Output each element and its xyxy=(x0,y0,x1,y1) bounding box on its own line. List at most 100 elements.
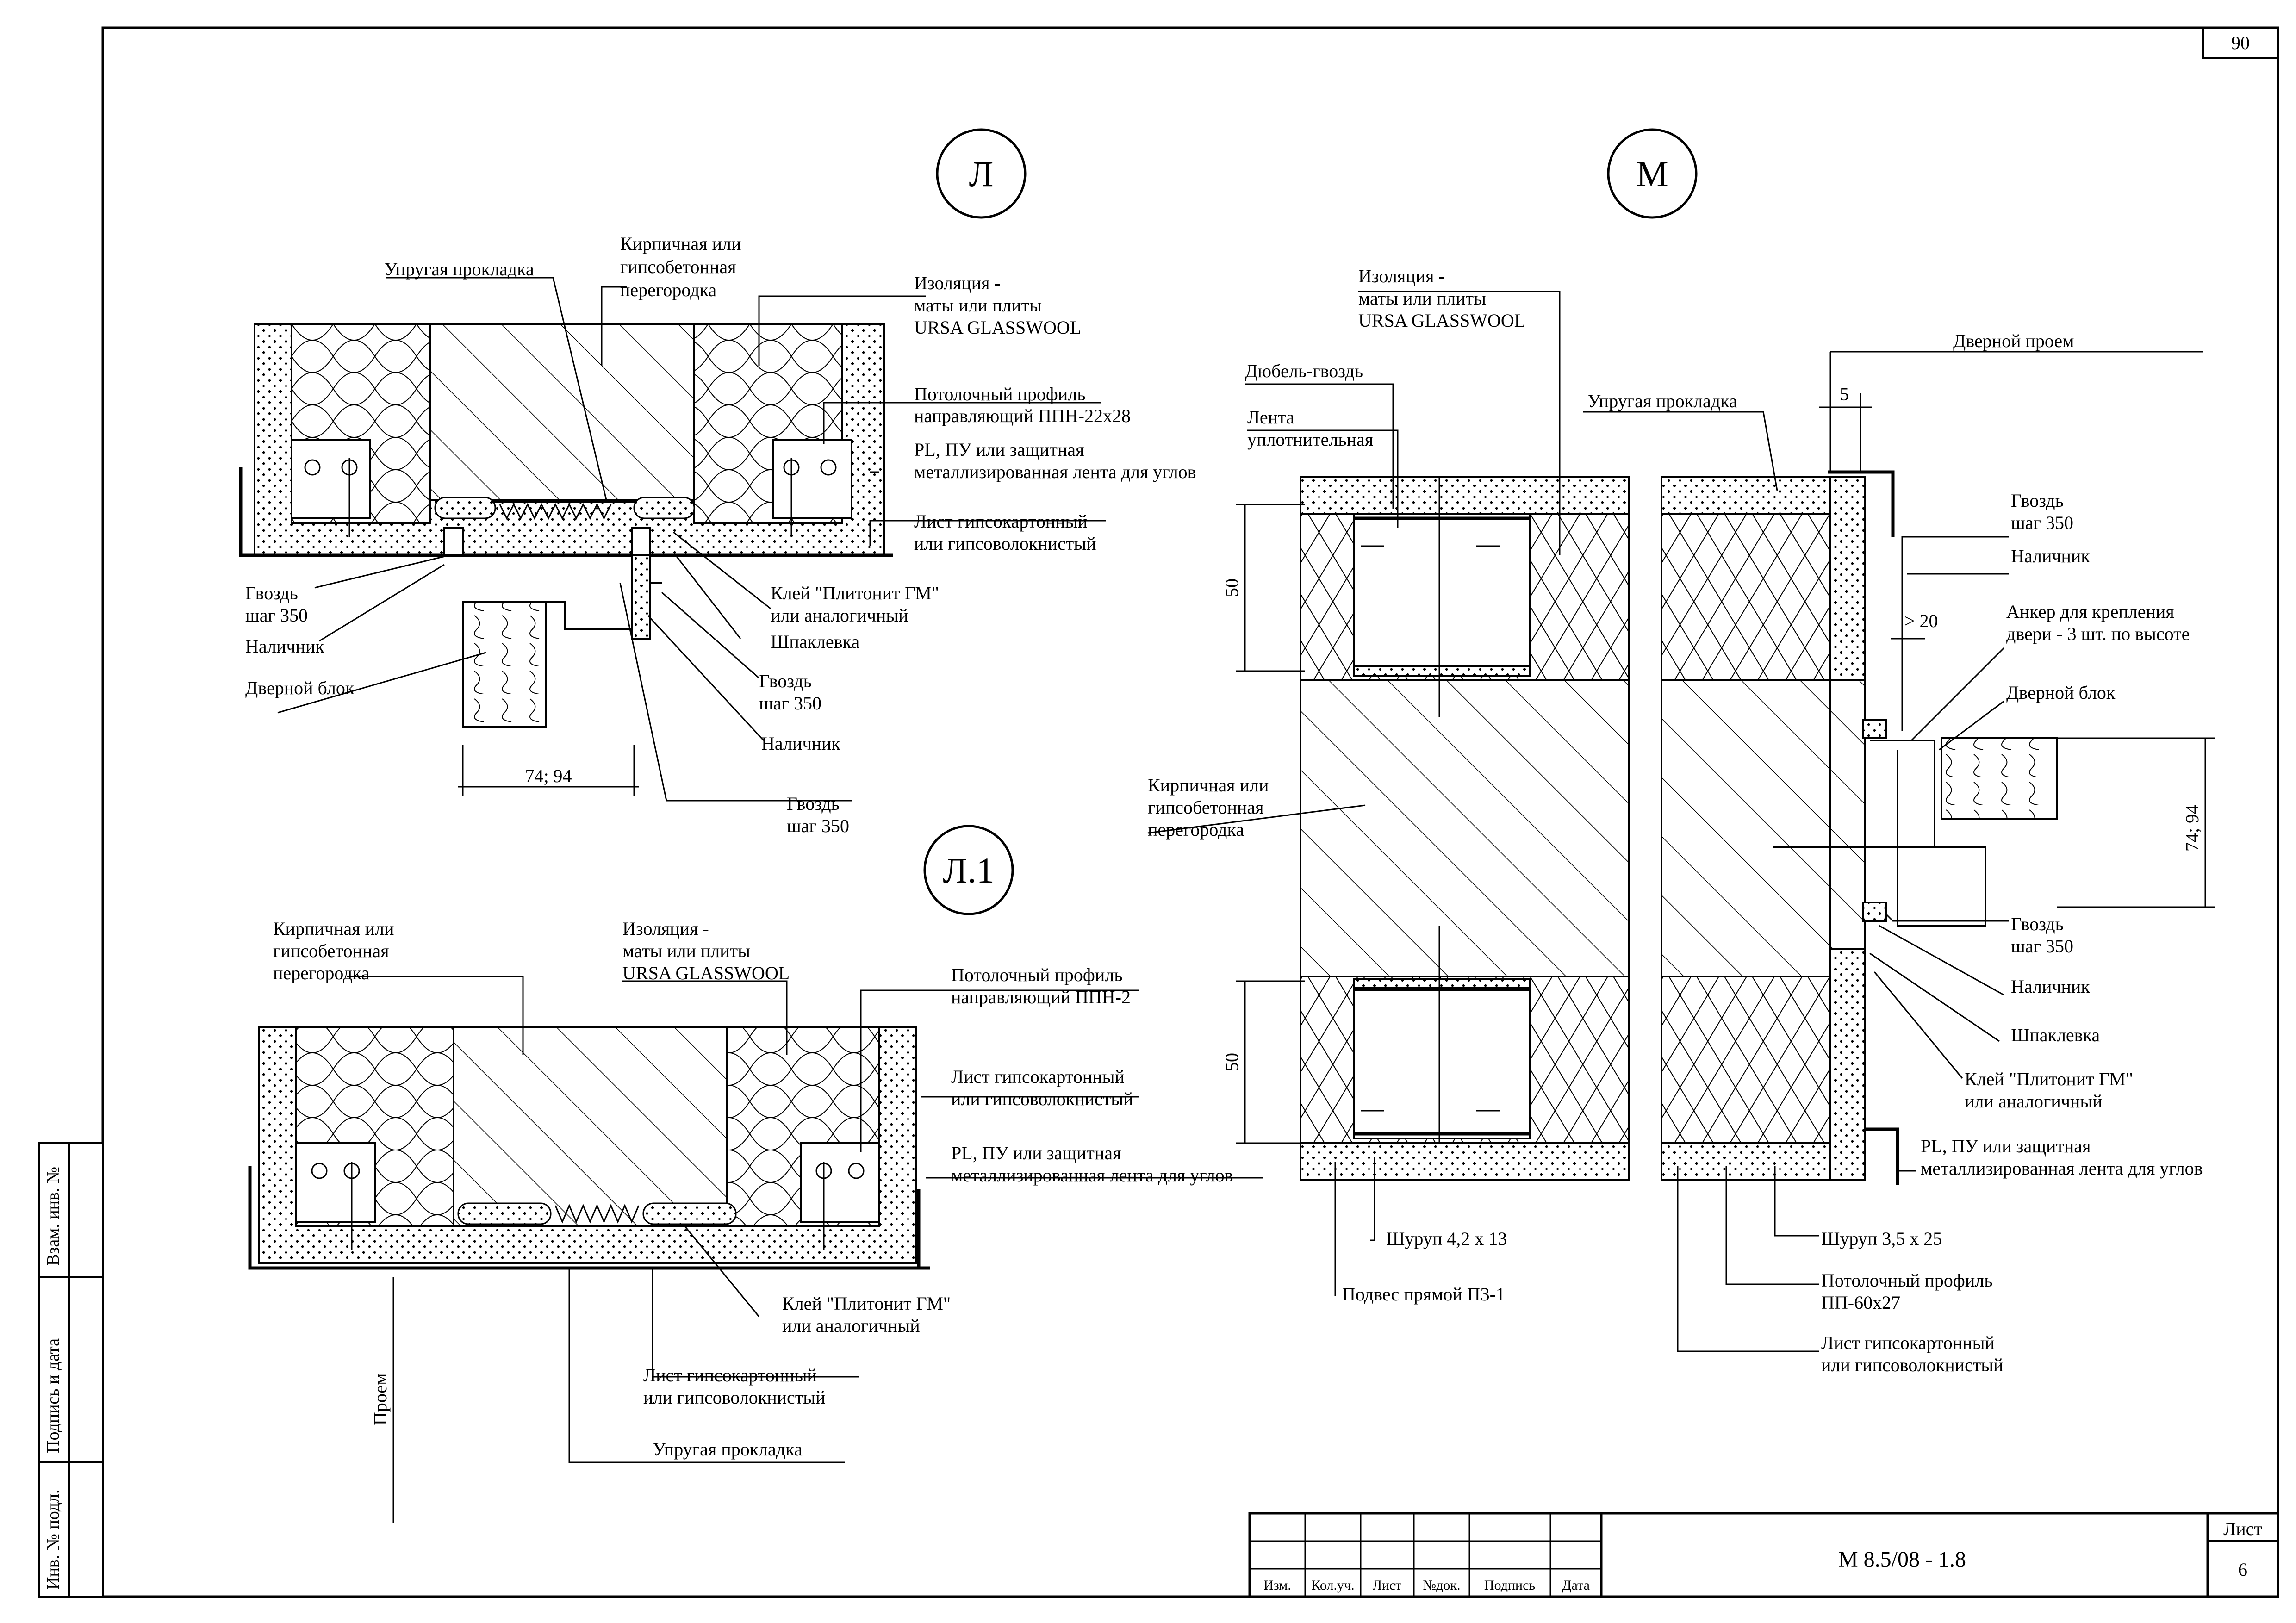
sheet-frame xyxy=(101,26,2279,1598)
detail-l1-glue-beads xyxy=(457,1202,737,1225)
header-doc: №док. xyxy=(1423,1578,1461,1593)
svg-text:Гвоздь: Гвоздь xyxy=(2011,914,2064,934)
svg-text:Потолочный профиль: Потолочный профиль xyxy=(1821,1270,1992,1291)
detail-m-tape-label: PL, ПУ или защитная металлизированная ле… xyxy=(1921,1136,2203,1179)
detail-m-hanger-label: Подвес прямой П3-1 xyxy=(1342,1284,1505,1305)
detail-m-anchor-label: Анкер для крепления двери - 3 шт. по выс… xyxy=(2006,601,2190,644)
page-number-box: 90 xyxy=(2202,27,2279,59)
detail-m-dim-5: 5 xyxy=(1840,384,1849,404)
header-signature: Подпись xyxy=(1484,1578,1535,1593)
svg-text:металлизированная лента для уг: металлизированная лента для углов xyxy=(914,461,1196,482)
detail-m-nail-bottom-label: Гвоздь шаг 350 xyxy=(2011,914,2073,957)
svg-text:шаг 350: шаг 350 xyxy=(2011,936,2073,957)
detail-m-putty-label: Шпаклевка xyxy=(2011,1025,2100,1045)
detail-m-glue-label: Клей "Плитонит ГМ" или аналогичный xyxy=(1965,1069,2133,1112)
svg-text:или гипсоволокнистый: или гипсоволокнистый xyxy=(643,1387,826,1408)
svg-text:или гипсоволокнистый: или гипсоволокнистый xyxy=(914,533,1096,554)
svg-text:PL, ПУ или защитная: PL, ПУ или защитная xyxy=(951,1143,1121,1163)
detail-m-ceiling-profile-label: Потолочный профиль ПП-60х27 xyxy=(1821,1270,1992,1313)
stamp-signature-date: Подпись и дата xyxy=(44,1338,63,1453)
svg-text:Изоляция -: Изоляция - xyxy=(1358,266,1445,286)
svg-text:Анкер для крепления: Анкер для крепления xyxy=(2006,601,2174,622)
detail-l-door-block xyxy=(443,527,662,728)
detail-m-screw-35-label: Шуруп 3,5 х 25 xyxy=(1821,1228,1942,1249)
svg-text:Потолочный профиль: Потолочный профиль xyxy=(951,964,1122,985)
svg-text:Изоляция -: Изоляция - xyxy=(622,918,709,939)
svg-text:перегородка: перегородка xyxy=(273,963,369,983)
svg-text:шаг 350: шаг 350 xyxy=(245,605,308,626)
detail-l-nail-right-label: Гвоздь шаг 350 xyxy=(759,671,821,714)
detail-m-dim-20: > 20 xyxy=(1904,610,1938,631)
svg-text:перегородка: перегородка xyxy=(1148,819,1244,840)
detail-l-brick-label: Кирпичная или гипсобетонная перегородка xyxy=(620,233,741,300)
detail-l1: Л.1 xyxy=(248,825,1263,1523)
detail-m-dim-74: 74; 94 xyxy=(2182,805,2203,852)
detail-l1-tape-label: PL, ПУ или защитная металлизированная ле… xyxy=(951,1143,1233,1186)
svg-text:Кирпичная или: Кирпичная или xyxy=(620,233,741,254)
detail-l-door-block-label: Дверной блок xyxy=(245,678,355,698)
detail-l-marker: Л xyxy=(969,154,994,194)
svg-text:Клей "Плитонит ГМ": Клей "Плитонит ГМ" xyxy=(1965,1069,2133,1089)
svg-text:PL, ПУ или защитная: PL, ПУ или защитная xyxy=(914,439,1084,460)
svg-text:Гвоздь: Гвоздь xyxy=(759,671,812,691)
detail-m-leaders xyxy=(1147,291,2203,1352)
detail-l-leaders xyxy=(277,277,1106,802)
header-count: Кол.уч. xyxy=(1311,1578,1354,1593)
detail-l1-profile-label: Потолочный профиль направляющий ППН-2 xyxy=(951,964,1131,1007)
svg-text:уплотнительная: уплотнительная xyxy=(1247,429,1373,450)
svg-text:Изоляция -: Изоляция - xyxy=(914,273,1001,293)
sheet-label: Лист xyxy=(2223,1518,2262,1539)
detail-m-sheet-label: Лист гипсокартонный или гипсоволокнистый xyxy=(1821,1332,2004,1375)
detail-l-dim-label: 74; 94 xyxy=(525,765,572,786)
header-sheet: Лист xyxy=(1373,1578,1402,1593)
detail-m-brick-label: Кирпичная или гипсобетонная перегородка xyxy=(1148,775,1269,840)
header-date: Дата xyxy=(1562,1578,1590,1593)
svg-text:Гвоздь: Гвоздь xyxy=(787,793,840,814)
detail-l1-gasket xyxy=(554,1204,640,1224)
detail-m-dim-50-bottom: 50 xyxy=(1221,1053,1242,1071)
detail-m: М xyxy=(1147,128,2215,1375)
detail-m-left-section xyxy=(1300,476,1630,1181)
detail-m-door-opening-label: Дверной проем xyxy=(1953,330,2074,351)
detail-l1-marker: Л.1 xyxy=(943,850,994,890)
svg-text:URSA GLASSWOOL: URSA GLASSWOOL xyxy=(1358,310,1525,331)
detail-l-marker-circle xyxy=(936,128,1027,219)
detail-l1-screws xyxy=(311,1162,865,1250)
detail-l-trim-left-label: Наличник xyxy=(245,636,324,657)
svg-text:или гипсоволокнистый: или гипсоволокнистый xyxy=(951,1088,1133,1109)
stamp-replaced-inv: Взам. инв. № xyxy=(44,1167,63,1266)
detail-m-trim-top-label: Наличник xyxy=(2011,546,2090,566)
svg-text:или аналогичный: или аналогичный xyxy=(771,605,908,626)
svg-text:маты или плиты: маты или плиты xyxy=(622,940,750,961)
detail-m-gasket-label: Упругая прокладка xyxy=(1587,391,1737,411)
svg-text:маты или плиты: маты или плиты xyxy=(914,295,1042,316)
detail-l1-sheet-right-label: Лист гипсокартонный или гипсоволокнистый xyxy=(951,1066,1133,1109)
svg-text:Кирпичная или: Кирпичная или xyxy=(1148,775,1269,796)
title-block-headers: Изм. Кол.уч. Лист №док. Подпись Дата М 8… xyxy=(1263,1518,2262,1593)
page-number: 90 xyxy=(2231,32,2250,53)
svg-text:шаг 350: шаг 350 xyxy=(787,815,849,836)
svg-text:Лист гипсокартонный: Лист гипсокартонный xyxy=(643,1365,817,1386)
detail-l1-gasket-label: Упругая прокладка xyxy=(653,1439,803,1460)
detail-m-marker: М xyxy=(1636,154,1668,194)
stamp-original-inv: Инв. № подл. xyxy=(44,1489,63,1590)
svg-text:шаг 350: шаг 350 xyxy=(759,693,821,714)
detail-l1-brick-label: Кирпичная или гипсобетонная перегородка xyxy=(273,918,394,983)
detail-l-putty-label: Шпаклевка xyxy=(771,631,859,652)
svg-text:ПП-60х27: ПП-60х27 xyxy=(1821,1292,1900,1313)
detail-l-trim-right-label: Наличник xyxy=(761,733,840,754)
detail-l-glue-beads xyxy=(434,497,695,519)
detail-l-screws xyxy=(304,458,837,537)
detail-l1-opening-label: Проем xyxy=(370,1374,391,1425)
side-stamp: Взам. инв. № Подпись и дата Инв. № подл. xyxy=(38,1142,104,1598)
svg-text:маты или плиты: маты или плиты xyxy=(1358,288,1486,309)
detail-l1-sheet-bottom-label: Лист гипсокартонный или гипсоволокнистый xyxy=(643,1365,826,1408)
detail-l1-leaders xyxy=(347,976,1263,1523)
sheet-number: 6 xyxy=(2238,1559,2247,1580)
svg-text:Лист гипсокартонный: Лист гипсокартонный xyxy=(914,511,1088,532)
detail-l1-insulation-label: Изоляция - маты или плиты URSA GLASSWOOL xyxy=(622,918,790,983)
svg-text:Лента: Лента xyxy=(1247,407,1294,428)
svg-text:металлизированная лента для уг: металлизированная лента для углов xyxy=(1921,1158,2203,1179)
detail-l-wall xyxy=(239,323,893,557)
svg-text:или гипсоволокнистый: или гипсоволокнистый xyxy=(1821,1355,2004,1375)
